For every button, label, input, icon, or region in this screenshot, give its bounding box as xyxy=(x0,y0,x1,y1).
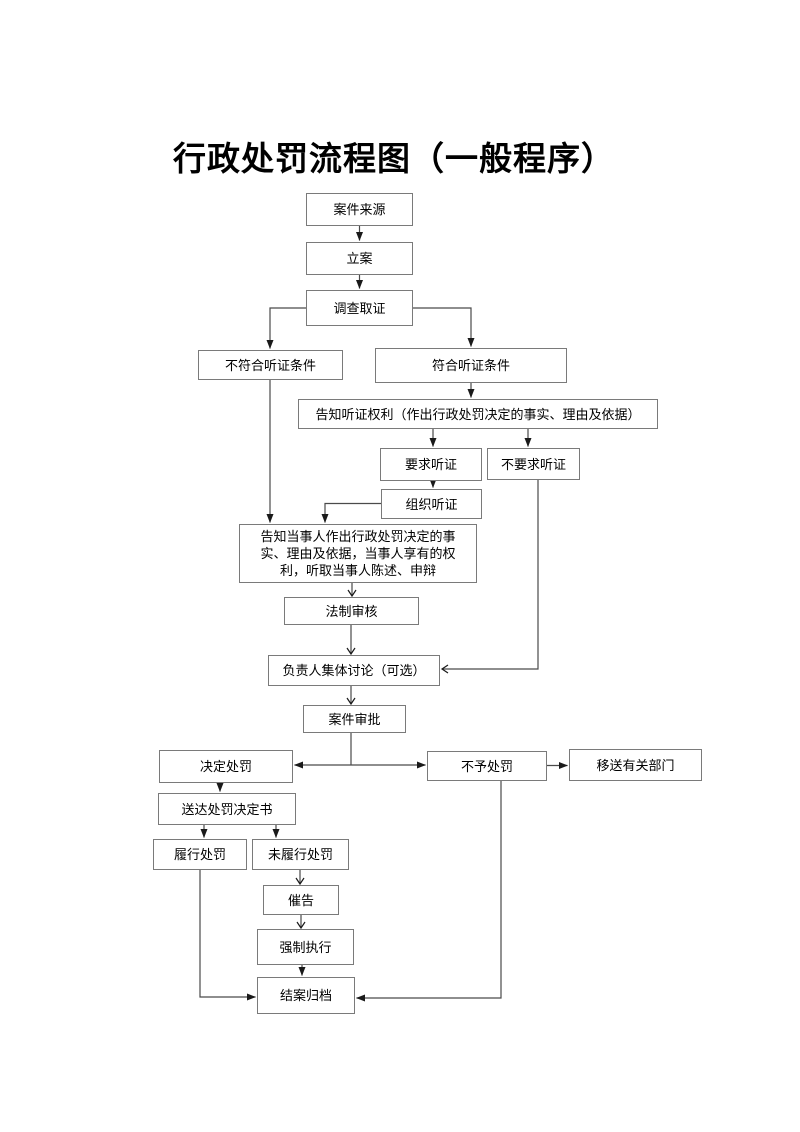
node-urge-notice: 催告 xyxy=(263,885,339,915)
node-label: 调查取证 xyxy=(333,300,386,316)
node-penalty-not-performed: 未履行处罚 xyxy=(252,839,349,870)
edge-norequest-to-discussion xyxy=(440,480,539,674)
node-label: 结案归档 xyxy=(279,988,332,1003)
node-label: 决定处罚 xyxy=(199,759,252,774)
node-close-and-archive: 结案归档 xyxy=(257,977,355,1014)
node-request-hearing: 要求听证 xyxy=(380,448,482,481)
edge-nopenalty-to-close xyxy=(356,781,502,1002)
node-case-source: 案件来源 xyxy=(306,193,413,226)
node-label: 立案 xyxy=(346,251,373,266)
edge-organize-to-notifyparty xyxy=(321,502,381,523)
node-case-approval: 案件审批 xyxy=(303,705,406,733)
node-label: 组织听证 xyxy=(405,496,458,512)
node-no-penalty: 不予处罚 xyxy=(427,751,547,781)
node-notify-party-rights: 告知当事人作出行政处罚决定的事实、理由及依据，当事人享有的权利，听取当事人陈述、… xyxy=(239,524,477,583)
node-label: 送达处罚决定书 xyxy=(181,801,273,817)
node-label: 符合听证条件 xyxy=(431,358,510,373)
node-label: 告知当事人作出行政处罚决定的事实、理由及依据，当事人享有的权利，听取当事人陈述、… xyxy=(260,529,456,578)
node-label: 未履行处罚 xyxy=(267,847,333,862)
node-label: 法制审核 xyxy=(325,603,378,619)
edge-invest-to-qualified xyxy=(413,307,475,347)
node-label: 案件审批 xyxy=(328,711,381,727)
node-file-case: 立案 xyxy=(306,242,413,275)
node-label: 不符合听证条件 xyxy=(224,357,316,373)
node-penalty-performed: 履行处罚 xyxy=(153,839,247,870)
node-label: 不要求听证 xyxy=(500,456,566,472)
node-decide-penalty: 决定处罚 xyxy=(159,750,293,783)
node-hearing-qualified: 符合听证条件 xyxy=(375,348,567,383)
node-notify-hearing-rights: 告知听证权利（作出行政处罚决定的事实、理由及依据） xyxy=(298,399,658,429)
node-enforcement: 强制执行 xyxy=(257,929,354,965)
node-label: 催告 xyxy=(287,892,314,908)
node-legal-review: 法制审核 xyxy=(284,597,419,625)
node-collective-discussion: 负责人集体讨论（可选） xyxy=(268,655,440,686)
node-no-hearing-request: 不要求听证 xyxy=(487,448,580,480)
node-transfer-department: 移送有关部门 xyxy=(569,749,702,781)
node-serve-decision: 送达处罚决定书 xyxy=(158,793,296,825)
node-label: 告知听证权利（作出行政处罚决定的事实、理由及依据） xyxy=(315,406,641,422)
edge-invest-to-notqualified xyxy=(266,307,306,349)
flowchart-title: 行政处罚流程图（一般程序） xyxy=(173,140,615,177)
node-label: 不予处罚 xyxy=(460,758,513,774)
node-hearing-not-qualified: 不符合听证条件 xyxy=(198,350,343,380)
node-organize-hearing: 组织听证 xyxy=(381,489,482,519)
node-label: 移送有关部门 xyxy=(596,757,675,773)
node-label: 履行处罚 xyxy=(173,847,226,862)
node-label: 强制执行 xyxy=(279,939,332,955)
node-label: 负责人集体讨论（可选） xyxy=(282,663,426,678)
node-label: 案件来源 xyxy=(333,202,386,217)
edge-performed-to-close xyxy=(199,870,256,1001)
node-label: 要求听证 xyxy=(404,457,457,472)
node-investigation: 调查取证 xyxy=(306,290,413,326)
